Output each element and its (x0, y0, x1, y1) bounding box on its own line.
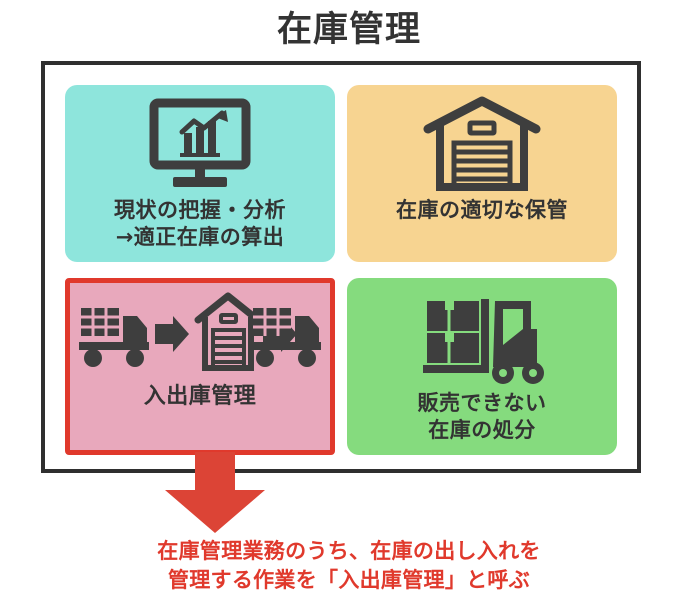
card-label: 現状の把握・分析 →適正在庫の算出 (114, 198, 286, 249)
page-title: 在庫管理 (276, 10, 421, 50)
card-label: 販売できない 在庫の処分 (417, 391, 547, 442)
warehouse-icon (422, 93, 542, 197)
card-disposal-unsellable[interactable]: 販売できない 在庫の処分 (347, 278, 617, 455)
card-grid: 現状の把握・分析 →適正在庫の算出 在庫の適切な保管 (65, 85, 617, 455)
card-current-status-analysis[interactable]: 現状の把握・分析 →適正在庫の算出 (65, 85, 335, 262)
truck-warehouse-truck-icon (77, 287, 323, 383)
card-label: 入出庫管理 (143, 384, 257, 409)
monitor-chart-icon (142, 93, 258, 197)
forklift-icon (419, 286, 545, 390)
caption-text: 在庫管理業務のうち、在庫の出し入れを 管理する作業を「入出庫管理」と呼ぶ (157, 539, 541, 592)
card-label: 在庫の適切な保管 (396, 198, 568, 222)
card-inbound-outbound-management[interactable]: 入出庫管理 (65, 278, 335, 455)
down-arrow-icon (163, 452, 267, 534)
card-proper-storage[interactable]: 在庫の適切な保管 (347, 85, 617, 262)
